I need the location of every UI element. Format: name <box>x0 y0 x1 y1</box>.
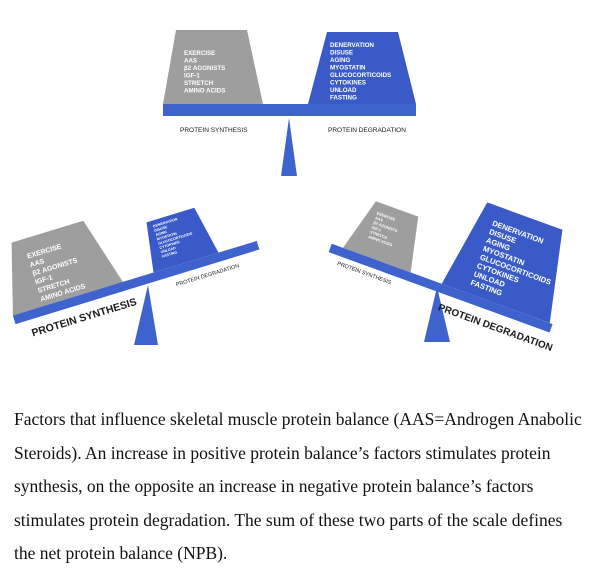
factor-myostatin: MYOSTATIN <box>330 65 366 72</box>
degradation-factor-stretch: STRETCH <box>369 230 387 240</box>
factor-denervation: DENERVATION <box>330 42 375 49</box>
balanced-pivot <box>281 118 297 176</box>
degradation-gray-weight <box>343 201 419 273</box>
factor-cytokines: CYTOKINES <box>330 80 366 87</box>
synthesis-factor-myostatin: MYOSTATIN <box>156 231 177 241</box>
factor-b2-agonists: β2 AGONISTS <box>184 65 225 72</box>
degradation-blue-weight <box>441 202 563 324</box>
degradation-factor-exercise: EXERCISE <box>376 211 396 221</box>
factor-disuse: DISUSE <box>330 50 353 57</box>
synthesis-factor-aas: AAS <box>29 258 45 269</box>
synthesis-factor-denervation: DENERVATION <box>152 217 178 228</box>
synthesis-factor-cytokines: CYTOKINES <box>159 240 181 250</box>
balanced-degradation-label: PROTEIN DEGRADATION <box>328 127 406 134</box>
degradation-pivot <box>424 287 450 342</box>
factor-stretch: STRETCH <box>184 80 214 87</box>
synthesis-factor-unload: UNLOAD <box>160 246 176 254</box>
synthesis-factor-aging: AGING <box>155 230 168 237</box>
degradation-factor-igf1: IGF-1 <box>371 226 382 233</box>
synthesis-pivot <box>134 285 158 345</box>
balanced-positive-factors: EXERCISE AAS β2 AGONISTS IGF-1 STRETCH A… <box>184 50 225 95</box>
factor-amino-acids: AMINO ACIDS <box>184 88 225 95</box>
factor-exercise: EXERCISE <box>184 50 215 57</box>
synthesis-blue-weight <box>146 207 219 273</box>
factor-fasting: FASTING <box>330 95 357 102</box>
synthesis-factor-fasting: FASTING <box>162 250 178 258</box>
factor-aas: AAS <box>184 58 197 65</box>
synthesis-beam <box>12 240 260 325</box>
balanced-gray-weight <box>163 30 263 104</box>
degradation-factor-aas: AAS <box>374 216 383 223</box>
degradation-tilted-scale: EXERCISE AAS β2 AGONISTS IGF-1 STRETCH A… <box>328 201 563 354</box>
figure-caption: Factors that influence skeletal muscle p… <box>14 409 582 563</box>
synthesis-factor-disuse: DISUSE <box>154 225 169 233</box>
balanced-beam <box>163 104 416 116</box>
factor-aging: AGING <box>330 57 350 64</box>
synthesis-tilted-scale: EXERCISE AAS β2 AGONISTS IGF-1 STRETCH A… <box>11 207 260 345</box>
factor-glucocorticoids: GLUCOCORTICOIDS <box>330 72 391 79</box>
balanced-synthesis-label: PROTEIN SYNTHESIS <box>180 127 248 134</box>
balanced-blue-weight <box>308 32 416 104</box>
synthesis-gray-weight <box>11 220 123 316</box>
factor-unload: UNLOAD <box>330 87 357 94</box>
synthesis-factor-igf1: IGF-1 <box>34 274 53 286</box>
protein-balance-diagram: EXERCISE AAS β2 AGONISTS IGF-1 STRETCH A… <box>11 30 563 354</box>
degradation-beam <box>328 243 553 333</box>
factor-igf1: IGF-1 <box>184 73 200 80</box>
balanced-scale: EXERCISE AAS β2 AGONISTS IGF-1 STRETCH A… <box>163 30 416 176</box>
balanced-negative-factors: DENERVATION DISUSE AGING MYOSTATIN GLUCO… <box>330 42 391 102</box>
